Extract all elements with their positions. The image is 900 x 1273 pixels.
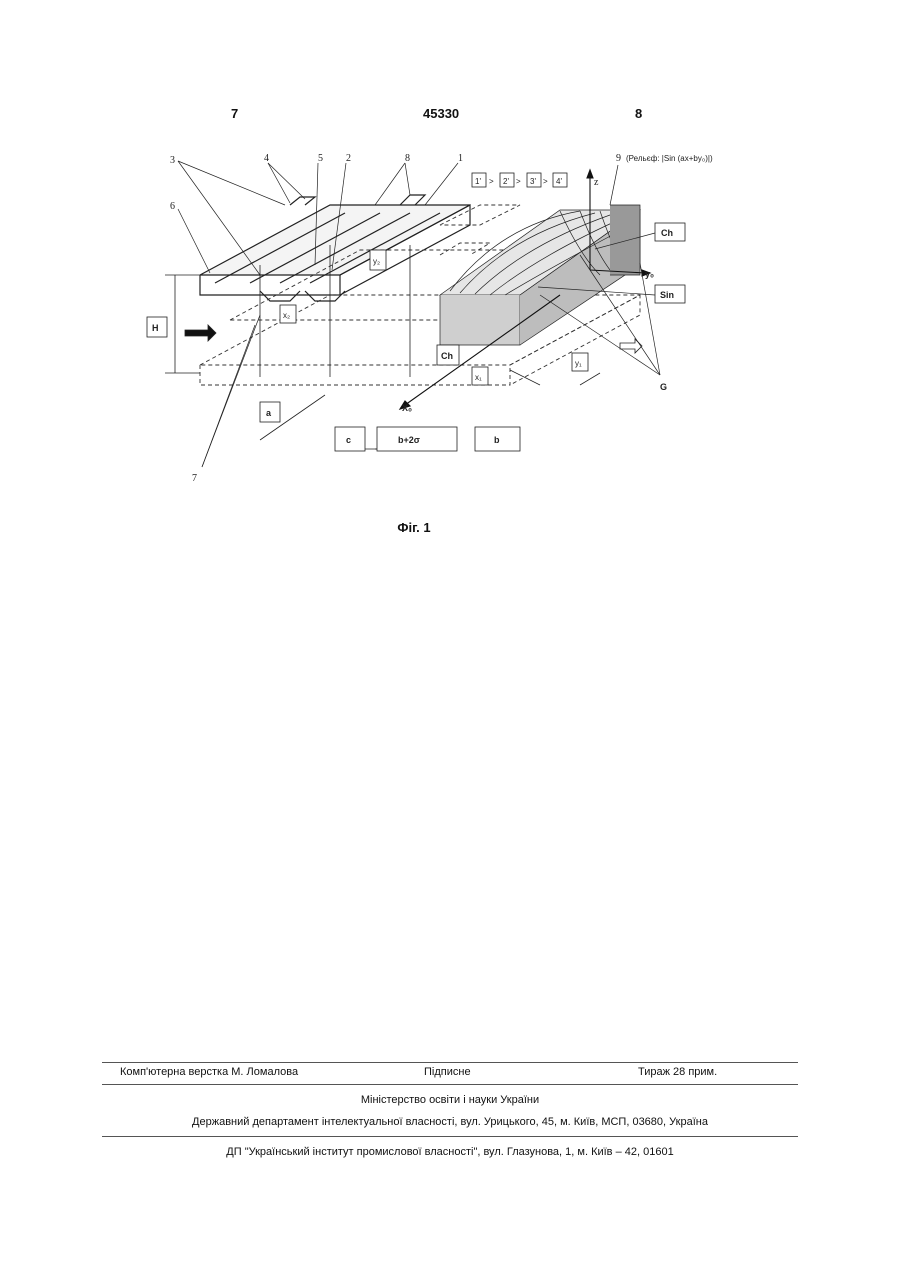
- tag-ch-lower: Ch: [441, 351, 453, 361]
- callout-9: 9: [616, 153, 621, 164]
- figure-drawing: 3 4 5 2 8 1 6 7 9 (Рельєф: |Sin (ax+by₀)…: [140, 145, 780, 490]
- dimension-c: c: [346, 435, 351, 445]
- axis-z-label: z: [594, 177, 599, 188]
- tag-y2: y₂: [373, 257, 380, 266]
- order-sign-3: >: [543, 177, 548, 186]
- callout-6: 6: [170, 201, 175, 212]
- relief-surface: [440, 205, 640, 345]
- dimension-b-plus-2sigma: b+2σ: [398, 435, 420, 445]
- tag-y1: y₁: [575, 359, 582, 368]
- callout-2: 2: [346, 153, 351, 164]
- imprint-print-run: Тираж 28 прим.: [638, 1066, 717, 1078]
- tag-ch-right: Ch: [661, 228, 673, 238]
- axis-x-label: X₀: [402, 403, 412, 413]
- imprint-block: Комп'ютерна верстка М. Ломалова Підписне…: [102, 1062, 798, 1166]
- tag-sin: Sin: [660, 290, 674, 300]
- callout-7: 7: [192, 473, 197, 484]
- callout-8: 8: [405, 153, 410, 164]
- figure-caption: Фіг. 1: [0, 520, 900, 535]
- page-header: 7 45330 8: [0, 106, 900, 126]
- page-number-right: 8: [635, 106, 642, 121]
- callout-1: 1: [458, 153, 463, 164]
- imprint-ministry: Міністерство освіти і науки України: [102, 1085, 798, 1111]
- order-label-2: 2': [503, 177, 509, 186]
- dimension-H: H: [152, 323, 159, 333]
- imprint-layout: Комп'ютерна верстка М. Ломалова: [120, 1066, 298, 1078]
- imprint-signed: Підписне: [424, 1066, 471, 1078]
- order-sign-2: >: [516, 177, 521, 186]
- figure-caption-text: Фіг. 1: [397, 520, 430, 535]
- tag-G: G: [660, 382, 667, 392]
- callout-3: 3: [170, 155, 175, 166]
- imprint-row: Комп'ютерна верстка М. Ломалова Підписне…: [102, 1063, 798, 1084]
- order-label-4: 4': [556, 177, 562, 186]
- order-sign-1: >: [489, 177, 494, 186]
- callout-5: 5: [318, 153, 323, 164]
- patent-number: 45330: [423, 106, 459, 121]
- imprint-institute: ДП "Український інститут промислової вла…: [102, 1137, 798, 1166]
- order-label-3: 3': [530, 177, 536, 186]
- axis-y-label: y₀: [645, 269, 654, 279]
- imprint-department: Державний департамент інтелектуальної вл…: [102, 1111, 798, 1136]
- relief-formula: (Рельєф: |Sin (ax+by₀)|): [626, 154, 713, 163]
- callout-4: 4: [264, 153, 269, 164]
- dimension-b: b: [494, 435, 500, 445]
- patent-figure: 3 4 5 2 8 1 6 7 9 (Рельєф: |Sin (ax+by₀)…: [140, 145, 780, 490]
- page-number-left: 7: [231, 106, 238, 121]
- tag-x2: x₂: [283, 311, 290, 320]
- tag-x1: x₁: [475, 373, 482, 382]
- order-label-1: 1': [475, 177, 481, 186]
